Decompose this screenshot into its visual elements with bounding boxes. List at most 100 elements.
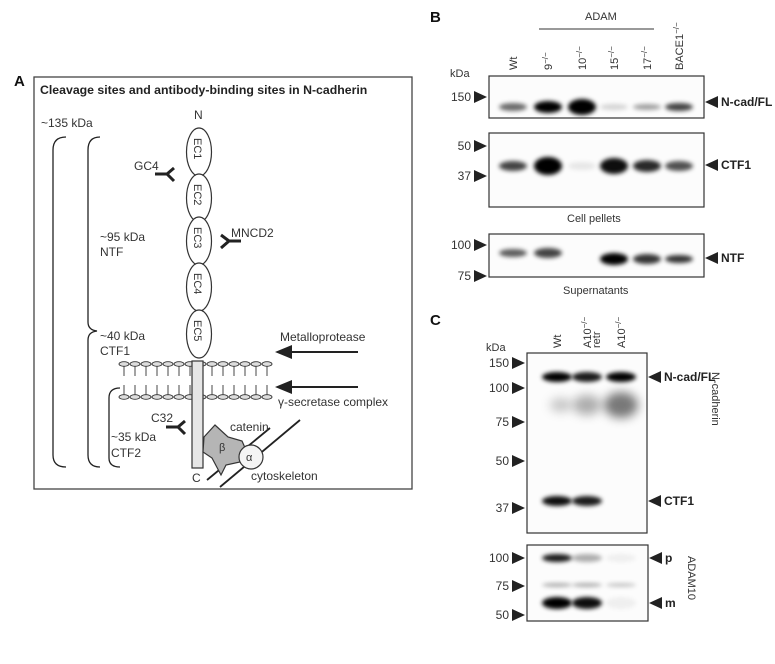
band-group (499, 157, 693, 175)
lane-genotype-superscript: −/− (575, 46, 584, 58)
full-length-size: ~135 kDa (41, 116, 93, 130)
band (633, 160, 661, 172)
lipid-head (173, 361, 185, 367)
band (606, 554, 636, 562)
lane-label-line2: retr (591, 331, 603, 348)
marker-label: 50 (496, 608, 510, 622)
lipid-head (140, 361, 152, 367)
lane-genotype-superscript: −/− (672, 22, 681, 34)
adam-group-label: ADAM (585, 11, 617, 23)
band (600, 158, 628, 174)
lane-name: 17 (642, 58, 654, 70)
lane-name: 9 (543, 64, 555, 70)
band-label: N-cad/FL (664, 370, 715, 384)
ntf-label: NTF (100, 245, 123, 259)
band-label: NTF (721, 251, 744, 265)
n-terminus-label: N (194, 108, 203, 122)
band (499, 249, 527, 257)
marker-label: 37 (458, 169, 472, 183)
marker-arrow-icon (512, 609, 525, 621)
lane-genotype-superscript: −/− (640, 46, 649, 58)
band (606, 597, 636, 609)
ec-domain-label: EC2 (191, 184, 203, 205)
marker-arrow-icon (474, 270, 487, 282)
ec-domain (185, 309, 213, 359)
band-label: N-cad/FL (721, 95, 772, 109)
band (604, 392, 638, 418)
lipid-head (206, 394, 218, 400)
band (600, 104, 628, 110)
band-group (499, 99, 693, 115)
lipid-head (162, 394, 174, 400)
marker-label: 50 (496, 454, 510, 468)
marker-label: 50 (458, 139, 472, 153)
lipid-head (129, 394, 141, 400)
band (534, 248, 562, 258)
band-arrow-icon (649, 552, 662, 564)
gc4-label: GC4 (134, 159, 159, 173)
marker-label: 100 (489, 551, 509, 565)
marker-arrow-icon (512, 580, 525, 592)
band (665, 161, 693, 171)
band (550, 398, 572, 412)
band (534, 101, 562, 113)
band-arrow-icon (649, 597, 662, 609)
lipid-head (151, 394, 163, 400)
band (633, 254, 661, 264)
mncd2-label: MNCD2 (231, 226, 274, 240)
marker-arrow-icon (474, 170, 487, 182)
band-arrow-icon (705, 252, 718, 264)
band-group (499, 248, 693, 265)
panel-a-title: Cleavage sites and antibody-binding site… (40, 83, 367, 97)
lane-name: A10 (582, 328, 594, 348)
band (573, 395, 601, 415)
lane-label: 9−/− (541, 52, 555, 70)
lane-label: 17−/− (640, 46, 654, 70)
marker-arrow-icon (512, 455, 525, 467)
band-label: m (665, 596, 676, 610)
marker-label: 150 (489, 356, 509, 370)
marker-label: 75 (496, 579, 510, 593)
marker-label: 150 (451, 90, 471, 104)
supernatants-caption: Supernatants (563, 285, 629, 297)
lipid-head (140, 394, 152, 400)
lipid-head (206, 361, 218, 367)
marker-arrow-icon (474, 140, 487, 152)
marker-arrow-icon (474, 91, 487, 103)
kda-label: kDa (450, 68, 470, 80)
lane-name: Wt (508, 57, 520, 70)
band (665, 103, 693, 111)
band (499, 161, 527, 171)
lipid-head (228, 394, 240, 400)
ec-domain-label: EC1 (191, 138, 203, 159)
ntf-ctf-brace (87, 136, 101, 468)
alpha-label: α (246, 452, 253, 464)
marker-arrow-icon (512, 382, 525, 394)
ctf2-brace (108, 387, 121, 468)
lane-genotype-superscript: −/− (580, 317, 589, 329)
lipid-head (239, 361, 251, 367)
lipid-head (118, 361, 130, 367)
ctf1-label: CTF1 (100, 344, 130, 358)
c-terminus-label: C (192, 471, 201, 485)
ec-domain-label: EC5 (191, 320, 203, 341)
lane-label: 10−/− (575, 46, 589, 70)
lipid-head (173, 394, 185, 400)
kda-label: kDa (486, 342, 506, 354)
marker-arrow-icon (512, 416, 525, 428)
marker-arrow-icon (512, 502, 525, 514)
ctf2-size: ~35 kDa (111, 430, 156, 444)
c32-antibody-icon (166, 419, 187, 436)
panel-c-label: C (430, 312, 441, 329)
marker-label: 100 (489, 381, 509, 395)
lane-label: BACE1−/− (672, 22, 686, 70)
blot-ntf (488, 233, 705, 278)
lane-label: A10−/− (580, 317, 594, 348)
